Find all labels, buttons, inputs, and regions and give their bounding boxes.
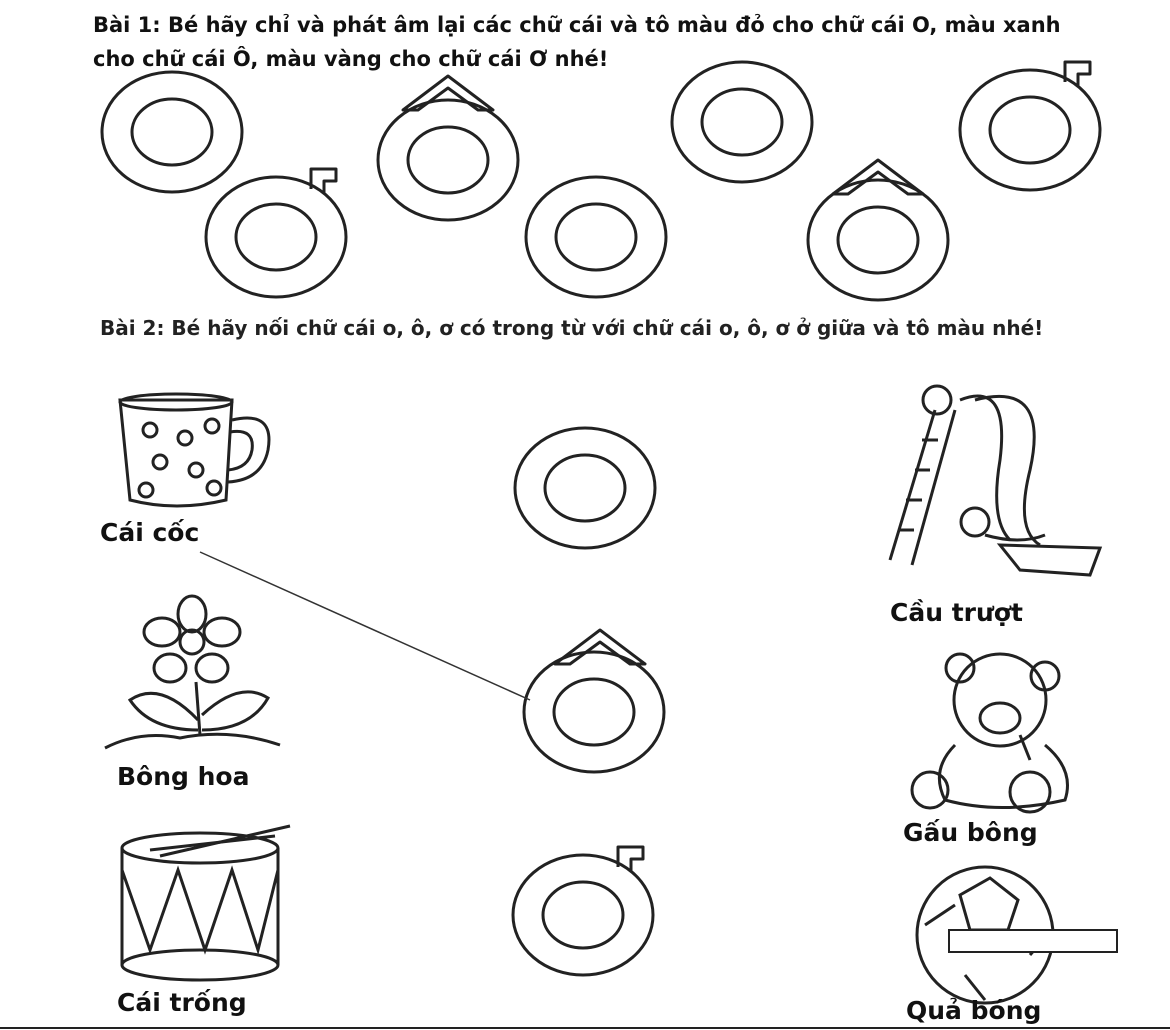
caption-ball: Quả bóng	[906, 996, 1042, 1025]
exercise-1-label: Bài 1:	[93, 13, 161, 37]
connecting-line	[199, 551, 531, 701]
exercise-1-instruction: Bài 1: Bé hãy chỉ và phát âm lại các chữ…	[93, 8, 1093, 76]
caption-drum: Cái trống	[117, 988, 247, 1017]
bottom-rule	[0, 1027, 1170, 1029]
center-letter-o-circumflex[interactable]	[522, 628, 666, 774]
center-letter-o[interactable]	[513, 426, 657, 550]
caption-cup: Cái cốc	[100, 518, 200, 547]
answer-box[interactable]	[948, 929, 1118, 953]
letter-o-circumflex-1[interactable]	[376, 74, 520, 222]
letter-o-3[interactable]	[524, 175, 668, 299]
drum-illustration[interactable]	[120, 824, 291, 982]
exercise-1-text: Bé hãy chỉ và phát âm lại các chữ cái và…	[93, 13, 1061, 71]
letter-o-circumflex-2[interactable]	[806, 158, 950, 302]
letter-o-horn-2[interactable]	[204, 167, 348, 299]
slide-illustration[interactable]	[888, 384, 1103, 577]
letter-o-horn-1[interactable]	[958, 60, 1102, 192]
teddy-bear-illustration[interactable]	[910, 652, 1069, 814]
caption-slide: Cầu trượt	[890, 598, 1023, 627]
letter-o-2[interactable]	[670, 60, 814, 184]
exercise-2-instruction: Bài 2: Bé hãy nối chữ cái o, ô, ơ có tro…	[100, 316, 1044, 340]
caption-teddy-bear: Gấu bông	[903, 818, 1038, 847]
caption-flower: Bông hoa	[117, 762, 250, 791]
letter-o-1[interactable]	[100, 70, 244, 194]
cup-illustration[interactable]	[118, 392, 271, 508]
center-letter-o-horn[interactable]	[511, 845, 655, 977]
flower-illustration[interactable]	[104, 594, 281, 750]
